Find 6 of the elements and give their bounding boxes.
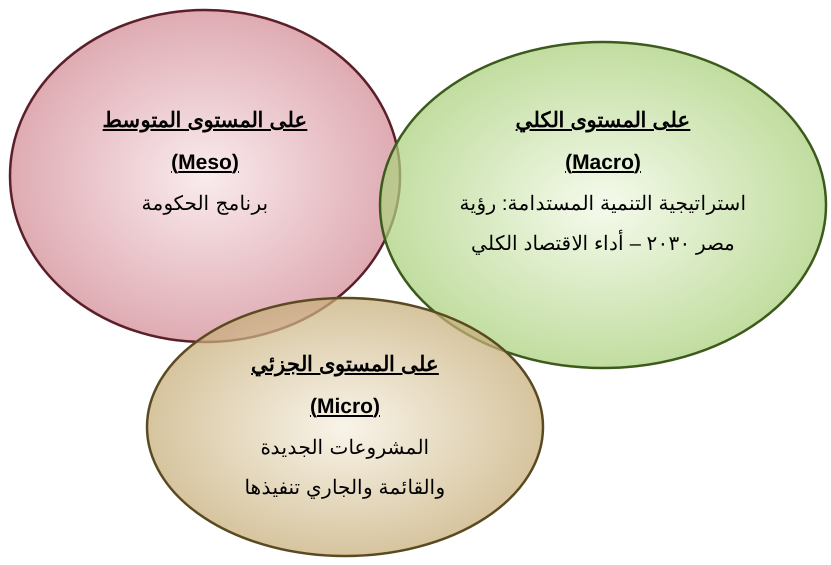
heading: على المستوى الكلي (Macro) (514, 108, 692, 176)
body-text: برنامج الحكومة (142, 192, 268, 217)
body-text: استراتيجية التنمية المستدامة: رؤية مصر ٢٠٣٠ – أداء الاقتصاد الكلي (458, 192, 748, 257)
body-text: المشروعات الجديدة والقائمة والجاري تنفيذها (243, 436, 447, 501)
heading: على المستوى المتوسط (Meso) (102, 108, 308, 176)
heading: على المستوى الجزئي (Micro) (250, 352, 440, 420)
